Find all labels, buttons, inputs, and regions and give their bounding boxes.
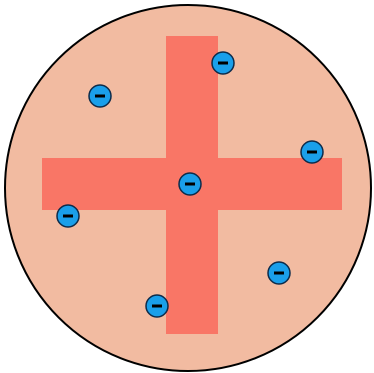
electron bbox=[57, 205, 79, 227]
minus-sign-icon bbox=[274, 272, 284, 275]
electron bbox=[301, 141, 323, 163]
minus-sign-icon bbox=[218, 62, 228, 65]
electron bbox=[212, 52, 234, 74]
minus-sign-icon bbox=[185, 183, 195, 186]
electron bbox=[146, 295, 168, 317]
electron bbox=[268, 262, 290, 284]
minus-sign-icon bbox=[95, 95, 105, 98]
electron bbox=[179, 173, 201, 195]
minus-sign-icon bbox=[63, 215, 73, 218]
electron bbox=[89, 85, 111, 107]
minus-sign-icon bbox=[307, 151, 317, 154]
minus-sign-icon bbox=[152, 305, 162, 308]
